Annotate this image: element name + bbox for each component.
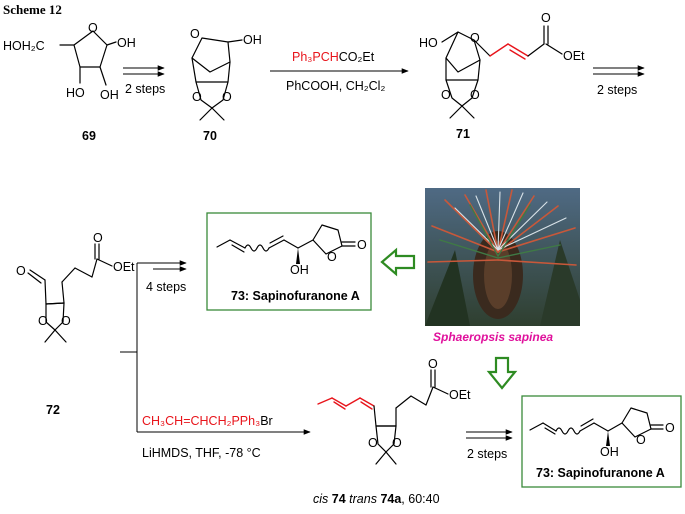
- arrow-step-2: Ph₃PCHCO₂Et PhCOOH, CH₂Cl₂: [270, 50, 409, 93]
- acetonide-oxygen-1: O: [441, 88, 451, 102]
- product-box-top: OH O O 73: Sapinofuranone A: [206, 212, 372, 311]
- oet-label: OEt: [563, 49, 585, 63]
- lactone-carbonyl-oxygen: O: [357, 238, 367, 252]
- arrow-2-condition: PhCOOH, CH₂Cl₂: [286, 79, 385, 93]
- scheme-title: Scheme 12: [3, 2, 62, 17]
- ho-label: HO: [419, 36, 438, 50]
- hydroxyl-label: OH: [290, 263, 309, 277]
- compound-74-caption: cis 74 trans 74a, 60:40: [313, 492, 440, 506]
- green-arrow-left: [380, 247, 416, 277]
- arrow-5-condition: LiHMDS, THF, -78 °C: [142, 446, 261, 460]
- acetonide-oxygen-1: O: [192, 90, 202, 104]
- compound-label-69: 69: [82, 129, 96, 143]
- arrow-step-3: 2 steps: [593, 65, 645, 97]
- ring-oxygen: O: [470, 31, 480, 45]
- product-box-bottom: OH O O 73: Sapinofuranone A: [521, 395, 682, 488]
- lactone-ring-oxygen: O: [636, 433, 646, 447]
- arrow-1-condition: 2 steps: [125, 82, 165, 96]
- acetonide-oxygen-2: O: [470, 88, 480, 102]
- arrow-2-reagent: Ph₃PCHCO₂Et: [292, 50, 375, 64]
- oh-label-2: OH: [100, 88, 119, 102]
- ring-oxygen: O: [190, 27, 200, 41]
- green-arrow-down: [486, 356, 518, 390]
- arrow-step-1: 2 steps: [123, 65, 165, 96]
- compound-72: O O OEt O O 72: [16, 231, 135, 417]
- product-name-top: 73: Sapinofuranone A: [231, 289, 360, 303]
- acetonide-oxygen-2: O: [392, 436, 402, 450]
- acetonide-oxygen-2: O: [222, 90, 232, 104]
- ho-label: HO: [66, 86, 85, 100]
- oh-label: OH: [117, 36, 136, 50]
- compound-label-70: 70: [203, 129, 217, 143]
- hydroxyl-label: OH: [600, 445, 619, 459]
- oet-label: OEt: [113, 260, 135, 274]
- product-name-bottom: 73: Sapinofuranone A: [536, 466, 665, 480]
- arrow-6-condition: 2 steps: [467, 447, 507, 461]
- arrow-step-6: 2 steps: [466, 429, 513, 461]
- acetonide-oxygen-1: O: [368, 436, 378, 450]
- hoch2-label: HOH₂C: [3, 39, 45, 53]
- oet-label: OEt: [449, 388, 471, 402]
- fungus-caption: Sphaeropsis sapinea: [433, 330, 553, 344]
- oh-label: OH: [243, 33, 262, 47]
- aldehyde-oxygen: O: [16, 264, 26, 278]
- compound-71: HO O O OEt O O 71: [419, 11, 585, 141]
- acetonide-oxygen-1: O: [38, 314, 48, 328]
- arrow-4-condition: 4 steps: [146, 280, 186, 294]
- arrow-3-condition: 2 steps: [597, 83, 637, 97]
- ring-oxygen: O: [88, 21, 98, 35]
- arrow-5-reagent: CH₃CH=CHCH₂PPh₃Br: [142, 414, 273, 428]
- fungus-photo: [425, 188, 580, 326]
- lactone-ring-oxygen: O: [327, 250, 337, 264]
- compound-74: O OEt O O cis 74 trans 74a, 60:40: [313, 357, 471, 506]
- compound-69: HOH₂C O OH HO OH 69: [3, 21, 136, 143]
- acetonide-oxygen-2: O: [61, 314, 71, 328]
- carbonyl-oxygen: O: [428, 357, 438, 371]
- branch-connector: 4 steps CH₃CH=CHCH₂PPh₃Br LiHMDS, THF, -…: [120, 260, 311, 460]
- carbonyl-oxygen: O: [93, 231, 103, 245]
- compound-70: O OH O O 70: [190, 27, 262, 143]
- compound-label-72: 72: [46, 403, 60, 417]
- lactone-carbonyl-oxygen: O: [665, 421, 675, 435]
- compound-label-71: 71: [456, 127, 470, 141]
- carbonyl-oxygen: O: [541, 11, 551, 25]
